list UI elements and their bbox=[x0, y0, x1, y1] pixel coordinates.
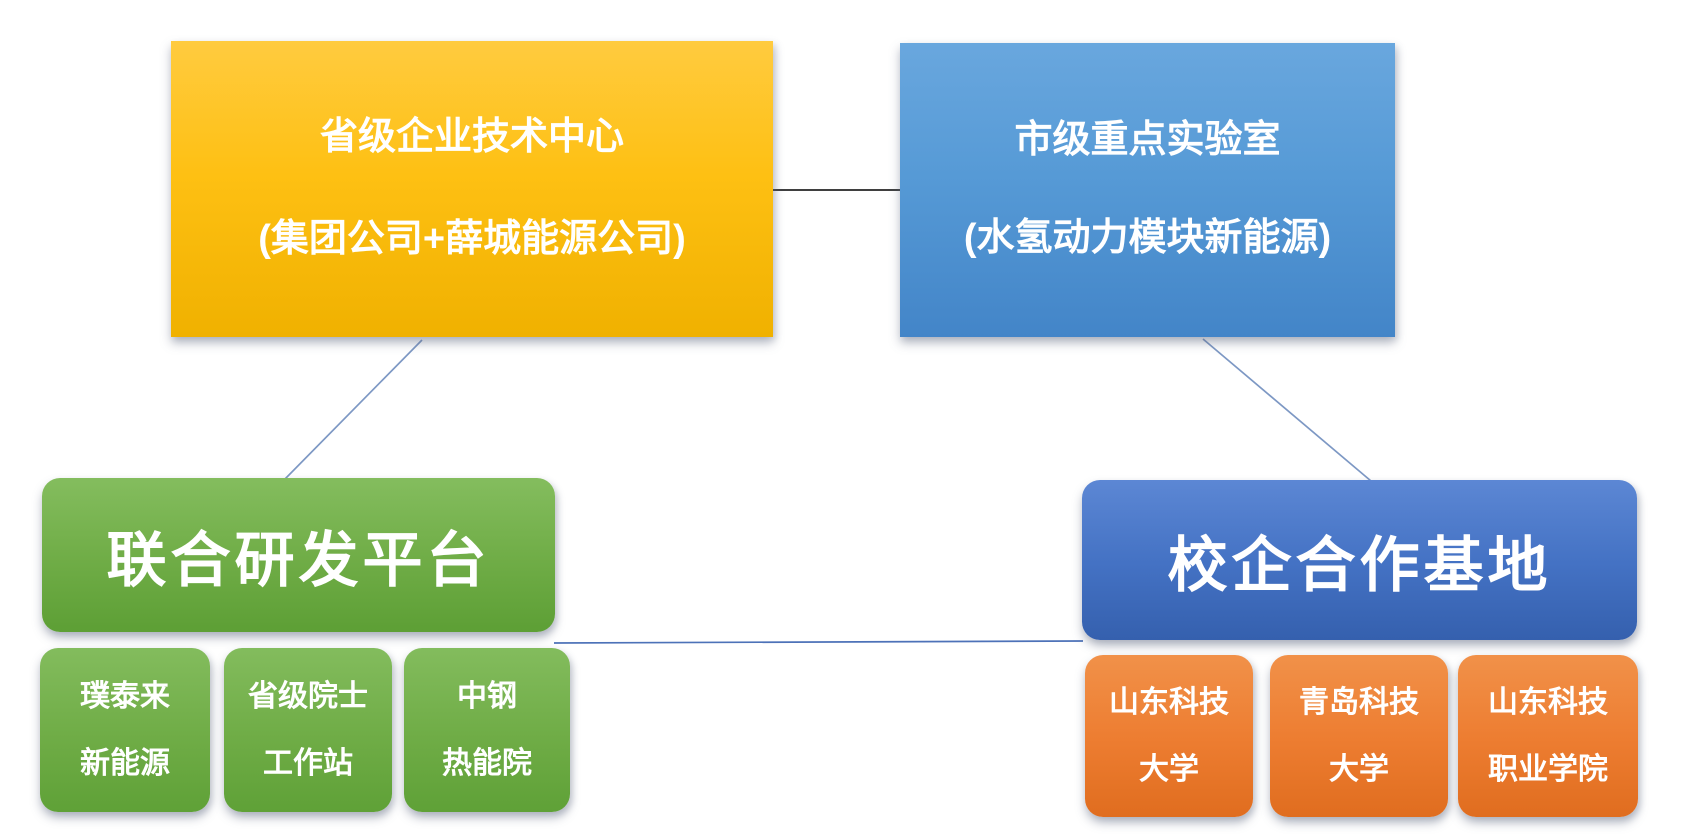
node-key-lab[interactable]: 市级重点实验室 (水氢动力模块新能源) bbox=[900, 43, 1395, 337]
member-line: 工作站 bbox=[263, 747, 353, 780]
key-lab-title: 市级重点实验室 bbox=[1014, 119, 1281, 162]
node-rd-platform[interactable]: 联合研发平台 bbox=[42, 478, 555, 632]
member-line: 璞泰来 bbox=[80, 680, 170, 713]
connector-platform-to-base bbox=[553, 640, 1084, 644]
node-base-member-svictc[interactable]: 山东科技 职业学院 bbox=[1458, 655, 1638, 817]
connector-tech-to-platform bbox=[284, 339, 423, 480]
node-platform-member-putailai[interactable]: 璞泰来 新能源 bbox=[40, 648, 210, 812]
connector-lab-to-base bbox=[1202, 338, 1372, 482]
member-line: 山东科技 bbox=[1109, 686, 1229, 719]
member-line: 大学 bbox=[1139, 753, 1199, 786]
member-line: 中钢 bbox=[457, 680, 517, 713]
node-tech-center[interactable]: 省级企业技术中心 (集团公司+薛城能源公司) bbox=[171, 41, 773, 337]
tech-center-title: 省级企业技术中心 bbox=[319, 116, 624, 159]
coop-base-label: 校企合作基地 bbox=[1167, 531, 1552, 599]
node-coop-base[interactable]: 校企合作基地 bbox=[1082, 480, 1637, 640]
node-platform-member-sinosteel[interactable]: 中钢 热能院 bbox=[404, 648, 570, 812]
member-line: 青岛科技 bbox=[1299, 686, 1419, 719]
node-platform-member-academician-station[interactable]: 省级院士 工作站 bbox=[224, 648, 392, 812]
key-lab-subtitle: (水氢动力模块新能源) bbox=[963, 217, 1332, 259]
rd-platform-label: 联合研发平台 bbox=[106, 526, 491, 594]
member-line: 新能源 bbox=[80, 747, 170, 780]
member-line: 职业学院 bbox=[1488, 753, 1608, 786]
member-line: 省级院士 bbox=[248, 680, 368, 713]
member-line: 大学 bbox=[1329, 753, 1389, 786]
tech-center-subtitle: (集团公司+薛城能源公司) bbox=[258, 218, 686, 260]
node-base-member-qust[interactable]: 青岛科技 大学 bbox=[1270, 655, 1448, 817]
member-line: 山东科技 bbox=[1488, 686, 1608, 719]
node-base-member-sdust[interactable]: 山东科技 大学 bbox=[1085, 655, 1253, 817]
member-line: 热能院 bbox=[442, 747, 532, 780]
